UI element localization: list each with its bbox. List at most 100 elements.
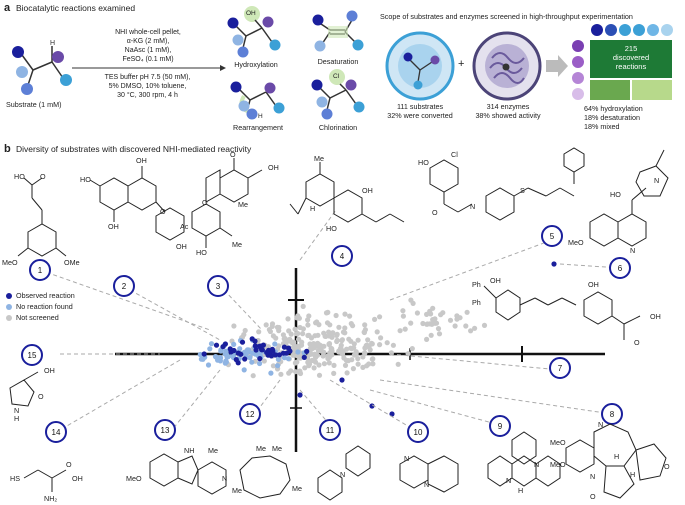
not-screened-dot (294, 331, 300, 337)
callout-number: 3 (216, 282, 221, 291)
callout-circle (21, 344, 43, 366)
chem-label: Me (292, 484, 302, 493)
chem-label: HO (14, 172, 25, 181)
not-screened-dot (428, 311, 434, 317)
chem-label: N (598, 420, 604, 429)
no-reaction-dot (205, 362, 212, 368)
not-screened-dot (351, 352, 357, 358)
callout-number: 11 (326, 426, 335, 435)
outcome-stats: 64% hydroxylation 18% desaturation 18% m… (584, 104, 643, 131)
not-screened-dot (351, 341, 357, 347)
chem-label: N (630, 246, 636, 255)
chem-label: Ac (180, 222, 189, 231)
observed-reaction-dot (297, 392, 303, 398)
condition-line: 5% DMSO, 10% toluene, (108, 83, 187, 90)
not-screened-dot (312, 333, 318, 339)
callout-circle (331, 245, 353, 267)
discovered-text: discovered (612, 53, 650, 62)
not-screened-dot (355, 361, 361, 367)
panel-a-letter: a (4, 2, 11, 14)
condition-line: 30 °C, 300 rpm, 4 h (117, 92, 178, 99)
no-reaction-dot (207, 346, 213, 352)
callout-circle (407, 421, 429, 443)
not-screened-dot (457, 315, 463, 321)
no-reaction-dot (268, 370, 274, 376)
not-screened-dot (270, 363, 276, 369)
not-screened-dot (316, 372, 323, 378)
callout-circle (207, 275, 229, 297)
conditions-top: NHI whole-cell pellet, α-KG (2 mM), NaAs… (88, 28, 208, 64)
chem-label: MeO (550, 438, 566, 447)
no-reaction-dot (197, 351, 203, 358)
not-screened-dot (345, 358, 351, 364)
no-reaction-dot (225, 354, 231, 360)
chem-label: N (340, 470, 346, 479)
callout-circle (239, 403, 261, 425)
not-screened-dot (400, 308, 406, 314)
not-screened-dot (374, 329, 380, 335)
not-screened-dot (378, 335, 384, 341)
not-screened-dot (321, 343, 327, 349)
not-screened-dot (452, 323, 458, 329)
not-screened-dot (324, 320, 331, 326)
no-reaction-dot (217, 358, 223, 364)
reaction-desaturation: Desaturation (317, 57, 359, 66)
callout-circle (45, 421, 67, 443)
not-screened-dot (276, 343, 282, 349)
observed-reaction-dot (239, 339, 246, 345)
callout-number: 9 (498, 422, 503, 431)
chem-label: Ph (472, 280, 481, 289)
not-screened-dot (315, 348, 321, 354)
not-screened-dot (250, 373, 256, 379)
scope-title: Scope of substrates and enzymes screened… (380, 12, 633, 21)
chem-label: OH (362, 186, 373, 195)
legend-item-not-screened: Not screened (6, 312, 75, 323)
chem-label: O (664, 462, 670, 471)
not-screened-dot (328, 345, 334, 351)
panel-b-title: Diversity of substrates with discovered … (16, 144, 252, 154)
callout-circle (601, 403, 623, 425)
not-screened-dot (424, 336, 430, 342)
not-screened-dot (435, 326, 442, 332)
legend-item-observed: Observed reaction (6, 290, 75, 301)
observed-reaction-dot (269, 346, 275, 352)
no-reaction-dot (295, 349, 301, 355)
no-reaction-dot (249, 359, 255, 365)
chem-label: MeO (2, 258, 18, 267)
callout-number: 8 (610, 410, 615, 419)
not-screened-dot (414, 310, 420, 316)
not-screened-dot (292, 345, 298, 351)
legend-item-no-reaction: No reaction found (6, 301, 75, 312)
not-screened-dot (294, 315, 300, 321)
not-screened-dot (408, 320, 414, 326)
observed-reaction-dot (235, 350, 241, 356)
chem-label: HO (196, 248, 207, 257)
not-screened-dot (369, 340, 375, 346)
not-screened-dot (338, 342, 344, 348)
not-screened-dot (349, 346, 355, 352)
stat-line: 32% were converted (387, 111, 453, 120)
chem-label: O (634, 338, 640, 347)
observed-reaction-dot (242, 356, 248, 362)
not-screened-dot (355, 356, 361, 362)
not-screened-dot (365, 337, 371, 343)
no-reaction-dot (257, 360, 263, 367)
not-screened-dot (431, 317, 437, 323)
not-screened-dot (285, 316, 291, 322)
callout-number: 14 (52, 428, 61, 437)
chem-label: MeO (126, 474, 142, 483)
observed-reaction-dot (369, 403, 375, 409)
not-screened-dot (377, 342, 383, 348)
callout-number: 10 (414, 428, 423, 437)
callout-circle (113, 275, 135, 297)
not-screened-dot (361, 329, 367, 335)
not-screened-dot (306, 313, 312, 319)
chem-label: OH (72, 474, 83, 483)
no-reaction-dot (231, 341, 237, 347)
not-screened-dot (242, 327, 248, 334)
reaction-chlorination: Chlorination (318, 123, 358, 132)
chem-label: N (222, 474, 228, 483)
chem-label: H (614, 452, 620, 461)
not-screened-dot (326, 354, 332, 360)
